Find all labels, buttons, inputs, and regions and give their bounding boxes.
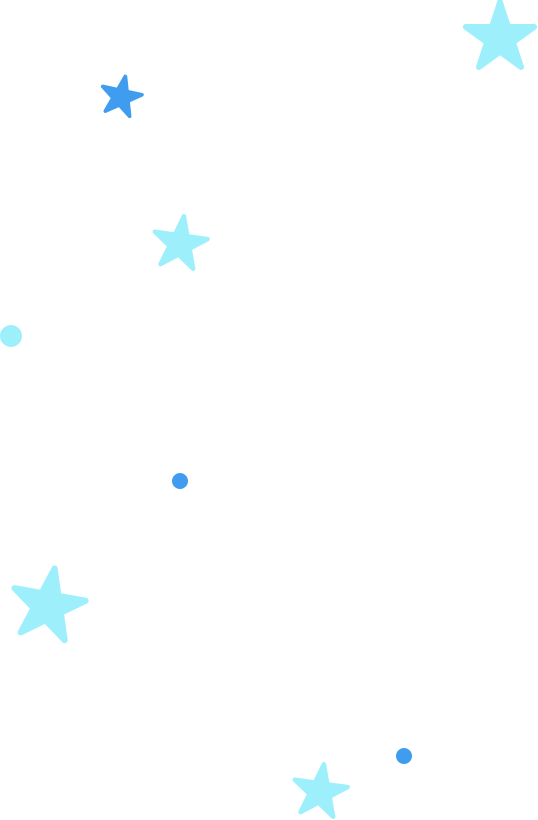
star-icon xyxy=(150,213,210,271)
star-icon xyxy=(98,72,145,117)
dot-icon xyxy=(0,325,22,347)
dot-icon xyxy=(172,473,188,489)
star-icon xyxy=(290,761,350,819)
dot-icon xyxy=(396,748,412,764)
star-icon xyxy=(7,562,90,642)
star-icon xyxy=(466,2,534,67)
